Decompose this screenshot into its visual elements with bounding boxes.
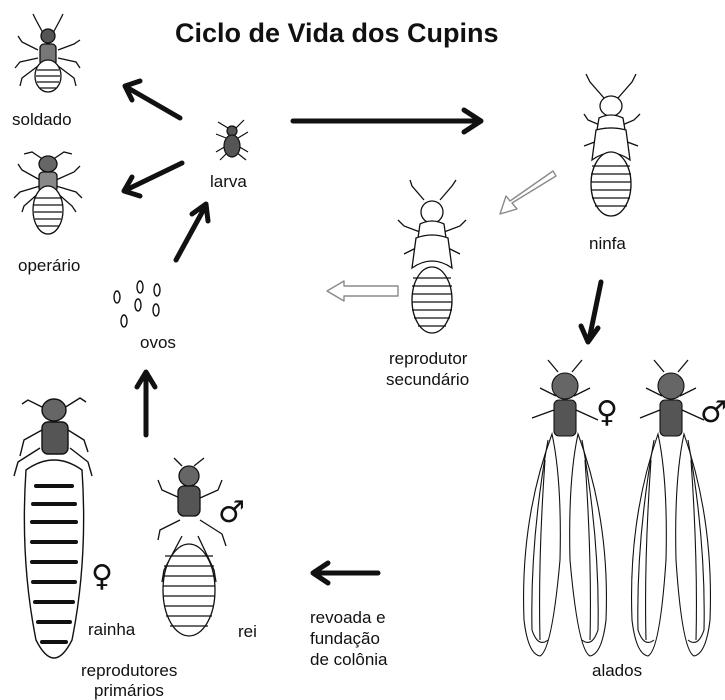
label-primary-reproductives-line2: primários xyxy=(94,681,164,700)
queen-termite xyxy=(14,398,92,658)
label-swarming-line2: fundação xyxy=(310,629,380,648)
diagram-title: Ciclo de Vida dos Cupins xyxy=(175,18,499,49)
larva-termite xyxy=(216,120,248,160)
eggs-cluster xyxy=(114,281,160,327)
arrow-nymph-to-alates xyxy=(581,282,601,342)
label-secondary-reproductive-line2: secundário xyxy=(386,370,469,389)
label-primary-reproductives-line1: reprodutores xyxy=(81,661,177,680)
arrow-swarming xyxy=(313,563,378,583)
female-symbol-alate: ♀ xyxy=(596,398,618,428)
label-worker: operário xyxy=(18,256,80,275)
label-secondary-reproductive-line1: reprodutor xyxy=(389,349,467,368)
label-soldier: soldado xyxy=(12,110,72,129)
king-termite xyxy=(158,458,226,636)
label-king: rei xyxy=(238,622,257,641)
arrow-secondary-to-eggs xyxy=(327,281,398,301)
arrow-larva-to-soldier xyxy=(125,81,180,118)
label-swarming-line1: revoada e xyxy=(310,608,386,627)
male-symbol-alate: ♂ xyxy=(700,398,725,428)
soldier-termite xyxy=(15,14,80,92)
female-symbol-queen: ♀ xyxy=(91,562,113,592)
worker-termite xyxy=(14,152,82,234)
nymph-termite xyxy=(584,74,640,216)
arrow-nymph-to-secondary xyxy=(500,171,556,214)
arrow-larva-to-nymph xyxy=(293,110,481,132)
arrow-larva-to-worker xyxy=(124,163,182,196)
label-queen: rainha xyxy=(88,620,135,639)
label-nymph: ninfa xyxy=(589,234,626,253)
alate-female-termite xyxy=(524,360,607,656)
label-swarming-line3: de colônia xyxy=(310,650,388,669)
label-eggs: ovos xyxy=(140,333,176,352)
secondary-reproductive-termite xyxy=(398,180,466,333)
alate-male-termite xyxy=(632,360,711,656)
label-alates: alados xyxy=(592,661,642,680)
arrow-eggs-to-larva xyxy=(176,204,208,260)
label-larva: larva xyxy=(210,172,247,191)
arrow-queen-to-eggs xyxy=(137,372,155,435)
male-symbol-king: ♂ xyxy=(218,498,245,528)
